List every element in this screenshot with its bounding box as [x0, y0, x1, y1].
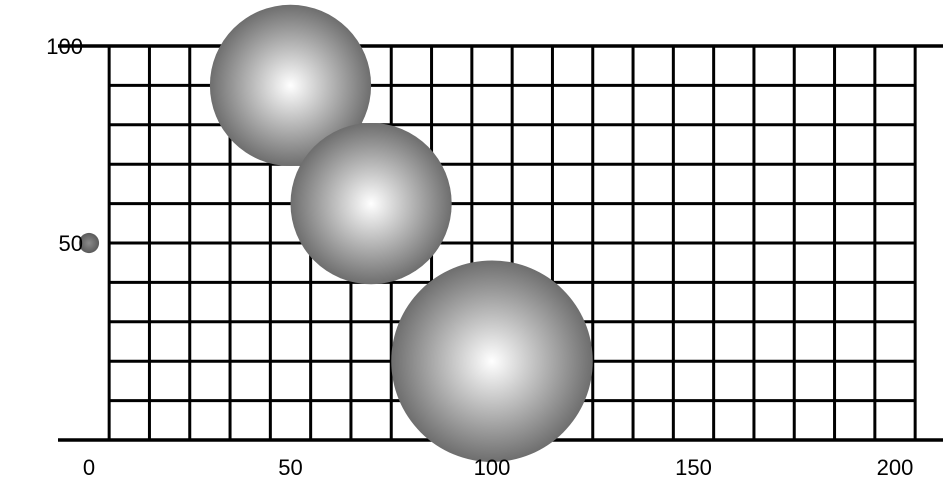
bubble-point [78, 232, 100, 254]
bubbles [78, 4, 593, 462]
y-tick-label: 100 [46, 34, 83, 59]
bubble-point [290, 123, 452, 285]
x-tick-label: 150 [675, 455, 712, 480]
y-tick-label: 50 [59, 231, 83, 256]
x-tick-label: 200 [877, 455, 914, 480]
x-tick-label: 100 [474, 455, 511, 480]
x-tick-label: 50 [278, 455, 302, 480]
tick-labels: 0 50 100 150 200 50 100 [46, 34, 913, 480]
bubble-point [391, 260, 593, 462]
bubble-point [209, 4, 372, 166]
x-tick-label: 0 [83, 455, 95, 480]
